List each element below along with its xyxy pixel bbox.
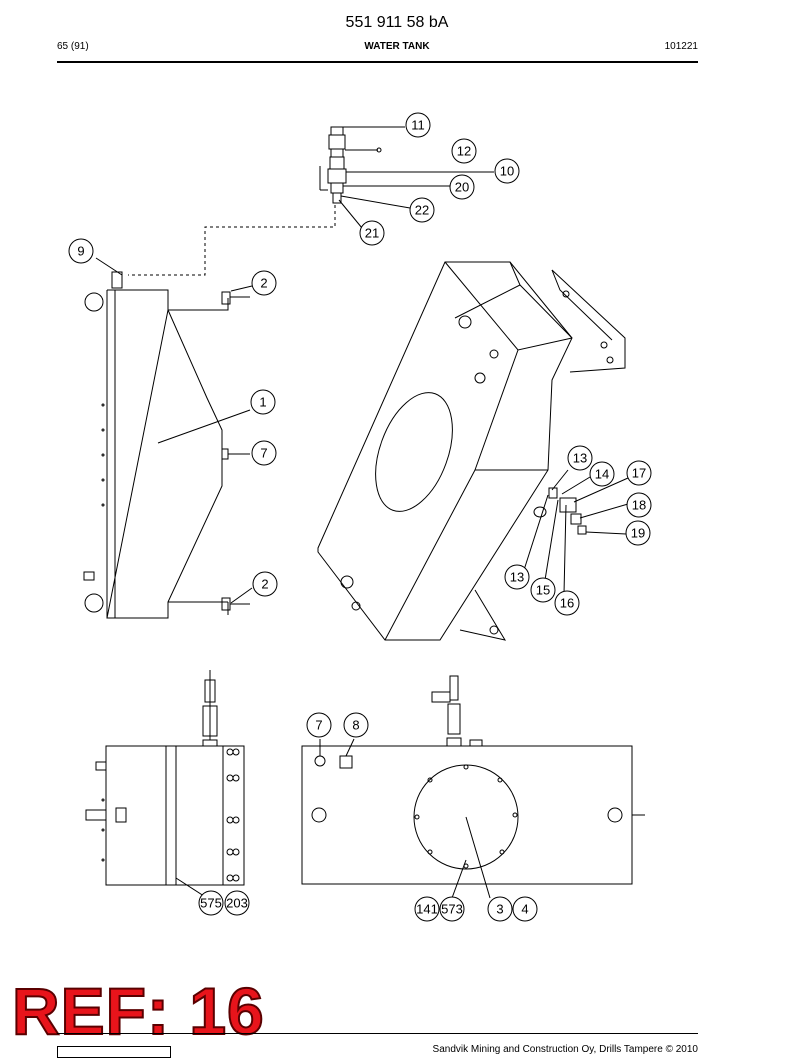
svg-text:203: 203 [226, 896, 248, 911]
callout-18: 18 [626, 492, 652, 518]
svg-text:573: 573 [441, 902, 463, 917]
svg-text:22: 22 [415, 203, 429, 218]
svg-text:13: 13 [573, 451, 587, 466]
callout-17: 17 [626, 460, 652, 486]
callout-21: 21 [359, 220, 385, 246]
callout-10: 10 [494, 158, 520, 184]
svg-text:14: 14 [595, 467, 609, 482]
reference-stamp: REF: 16 [11, 974, 265, 1048]
svg-text:17: 17 [632, 466, 646, 481]
callout-7-side: 7 [251, 440, 277, 466]
callout-14: 14 [589, 461, 615, 487]
svg-text:7: 7 [260, 446, 267, 461]
callout-13-top: 13 [567, 445, 593, 471]
callout-12: 12 [451, 138, 477, 164]
document-number: 551 911 58 bA [345, 14, 449, 31]
svg-text:12: 12 [457, 144, 471, 159]
callout-13-bottom: 13 [504, 564, 530, 590]
svg-text:2: 2 [260, 276, 267, 291]
footer-copyright: Sandvik Mining and Construction Oy, Dril… [432, 1044, 698, 1055]
svg-text:2: 2 [261, 577, 268, 592]
svg-text:16: 16 [560, 596, 574, 611]
tank-isometric-view [317, 261, 629, 641]
callout-11: 11 [405, 112, 431, 138]
svg-text:7: 7 [315, 718, 322, 733]
footer-divider [57, 1033, 698, 1034]
svg-text:4: 4 [521, 902, 528, 917]
callout-203: 203 [224, 890, 250, 916]
callout-9: 9 [68, 238, 94, 264]
svg-text:18: 18 [632, 498, 646, 513]
callout-2-top: 2 [251, 270, 277, 296]
callout-20: 20 [449, 174, 475, 200]
tank-side-view [83, 257, 253, 619]
callout-22: 22 [409, 197, 435, 223]
callout-575: 575 [198, 890, 224, 916]
callout-2-bottom: 2 [252, 571, 278, 597]
header-divider [57, 61, 698, 63]
callout-141: 141 [414, 896, 440, 922]
svg-text:575: 575 [200, 896, 222, 911]
svg-text:13: 13 [510, 570, 524, 585]
callout-1: 1 [250, 389, 276, 415]
svg-text:8: 8 [352, 718, 359, 733]
page-number: 65 (91) [57, 41, 89, 52]
svg-text:9: 9 [77, 244, 84, 259]
svg-text:10: 10 [500, 164, 514, 179]
svg-text:1: 1 [259, 395, 266, 410]
callout-8: 8 [343, 712, 369, 738]
tank-end-view [85, 670, 245, 899]
svg-text:19: 19 [631, 526, 645, 541]
callout-7-front: 7 [306, 712, 332, 738]
svg-text:20: 20 [455, 180, 469, 195]
svg-text:141: 141 [416, 902, 438, 917]
svg-text:15: 15 [536, 583, 550, 598]
date-code: 101221 [664, 41, 698, 52]
valve-assembly [319, 126, 494, 229]
hose-route-dashed [128, 205, 336, 276]
callout-573: 573 [439, 896, 465, 922]
tank-front-view [301, 675, 645, 899]
svg-text:3: 3 [496, 902, 503, 917]
callout-4: 4 [512, 896, 538, 922]
brand-logo [57, 1046, 171, 1058]
callout-15: 15 [530, 577, 556, 603]
callout-3: 3 [487, 896, 513, 922]
svg-text:21: 21 [365, 226, 379, 241]
callout-19: 19 [625, 520, 651, 546]
svg-text:11: 11 [411, 118, 425, 133]
callout-16: 16 [554, 590, 580, 616]
page-title: WATER TANK [364, 41, 430, 52]
